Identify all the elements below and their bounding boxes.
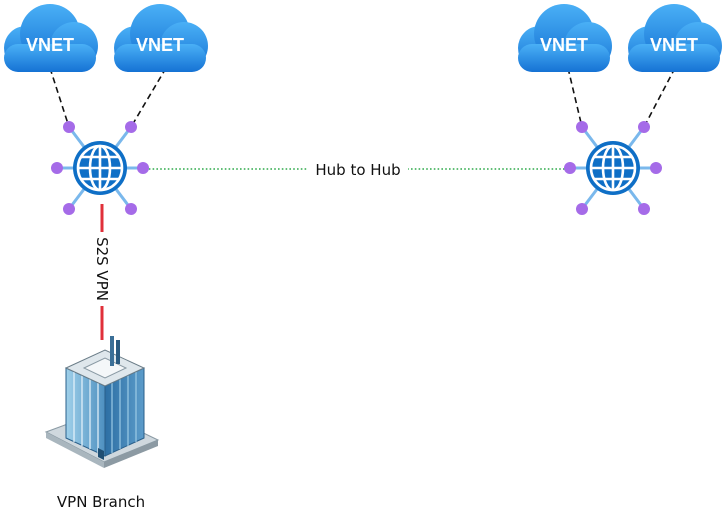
vnet-4-link (643, 67, 676, 128)
vnet-cloud-4: VNET (628, 4, 722, 72)
s2s-vpn-label: S2S VPN (93, 237, 111, 301)
svg-text:VNET: VNET (26, 35, 74, 55)
globe-icon (584, 139, 642, 197)
vnet-cloud-2: VNET (114, 4, 208, 72)
vpn-label-bg (93, 232, 111, 306)
globe-icon (71, 139, 129, 197)
building-icon (44, 336, 160, 468)
svg-text:VNET: VNET (650, 35, 698, 55)
vnet-cloud-3: VNET (518, 4, 612, 72)
vpn-branch-label: VPN Branch (57, 493, 145, 511)
svg-text:VNET: VNET (540, 35, 588, 55)
svg-text:VNET: VNET (136, 35, 184, 55)
vnet-2-link (130, 67, 167, 128)
hub-to-hub-label: Hub to Hub (315, 161, 400, 179)
vnet-1-link (49, 67, 70, 128)
hub-link-label-bg (308, 158, 408, 180)
vnet-cloud-1: VNET (4, 4, 98, 72)
hub-left (51, 121, 149, 215)
hub-right (564, 121, 662, 215)
vnet-3-link (567, 67, 583, 128)
